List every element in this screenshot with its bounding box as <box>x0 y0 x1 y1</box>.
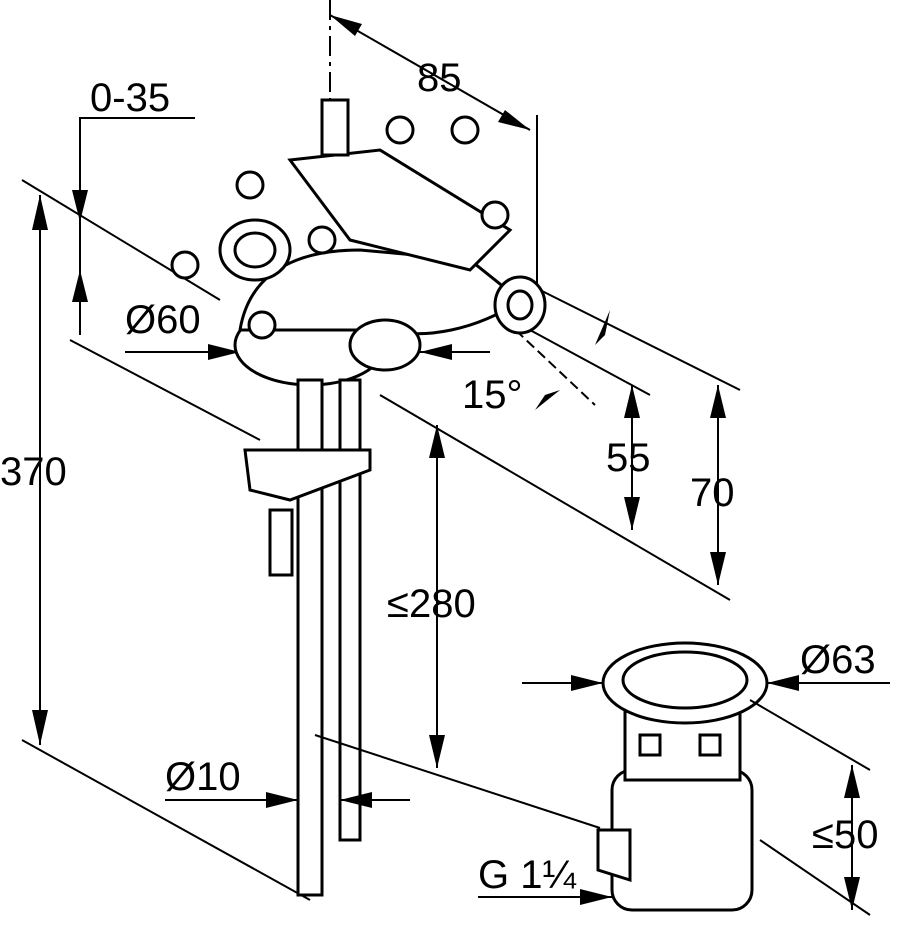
mixer-body <box>170 98 547 387</box>
label-diameter-10: Ø10 <box>165 755 241 799</box>
label-55: 55 <box>606 436 651 480</box>
label-diameter-63: Ø63 <box>800 638 876 682</box>
dim-70-lines <box>710 385 726 585</box>
label-70: 70 <box>690 471 735 515</box>
label-370: 370 <box>0 450 67 494</box>
label-diameter-60: Ø60 <box>125 298 201 342</box>
label-thread-g: G 1¼ <box>478 853 576 897</box>
label-280: ≤280 <box>387 582 476 626</box>
waste-valve <box>596 641 769 912</box>
dim-85-lines <box>329 14 538 290</box>
dim-280-lines <box>429 425 445 768</box>
label-85: 85 <box>417 56 462 100</box>
shanks <box>243 378 601 897</box>
dim-370-lines <box>21 179 311 901</box>
label-0-35: 0-35 <box>90 76 171 120</box>
dim-55-lines <box>624 385 640 530</box>
label-angle-15: 15° <box>462 373 523 417</box>
label-50: ≤50 <box>812 813 879 857</box>
dim-0-35-lines <box>72 117 195 335</box>
